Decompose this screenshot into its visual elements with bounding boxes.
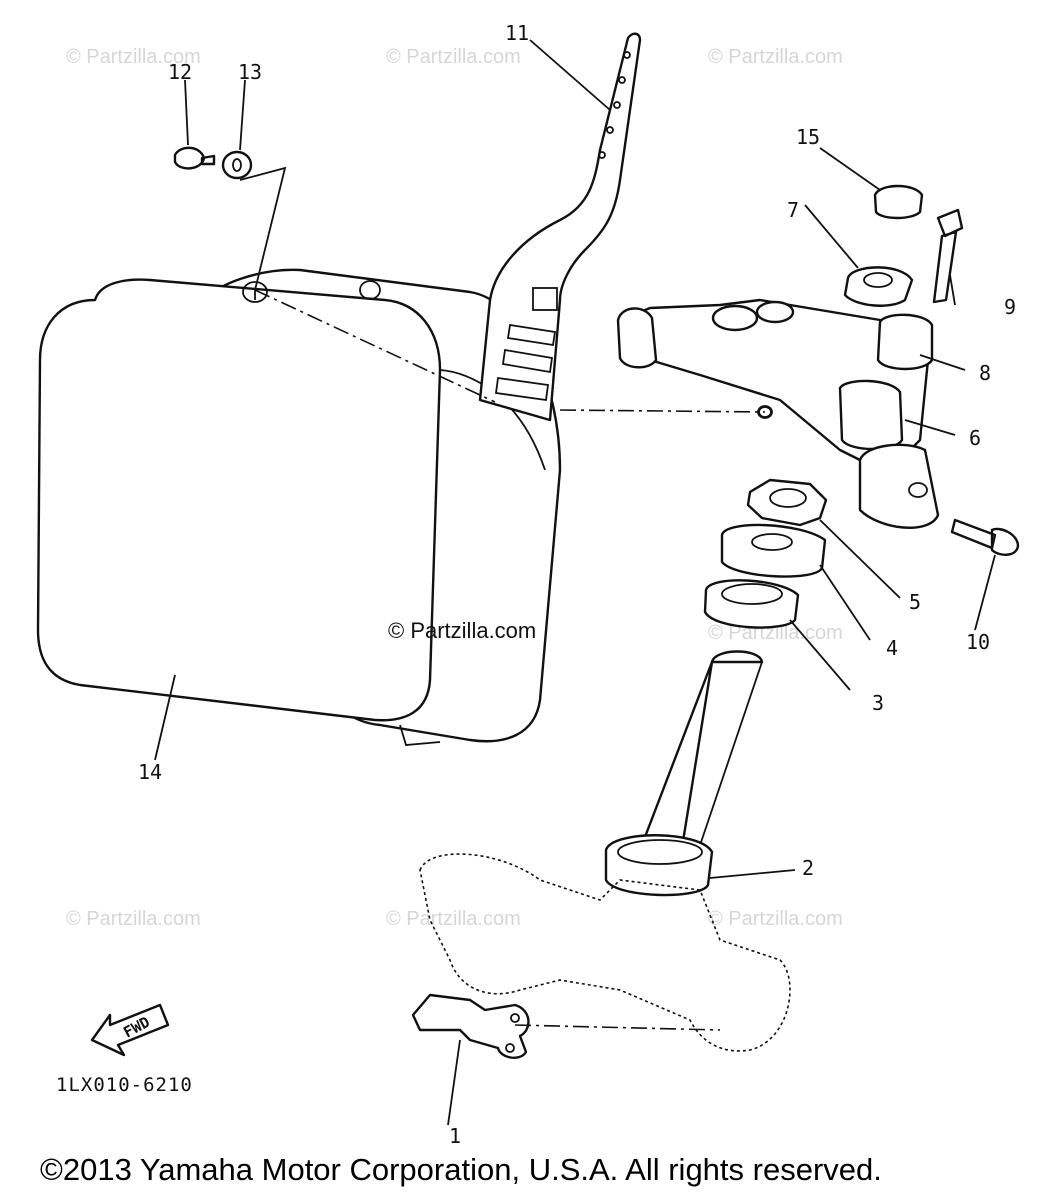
callout-15: 15 — [795, 125, 821, 149]
upper-bracket-boss-b — [755, 300, 795, 324]
upper-bracket-hole — [758, 406, 772, 418]
number-plate-slot — [399, 724, 441, 746]
steering-stem — [638, 650, 764, 862]
callout-12: 12 — [167, 60, 193, 84]
callout-7: 7 — [786, 198, 800, 222]
upper-bracket-boss-a — [711, 304, 759, 332]
upper-bracket-left-bore — [616, 307, 658, 369]
screw-12 — [173, 146, 216, 170]
ring-nut-5 — [746, 478, 828, 527]
bolt-9 — [932, 208, 964, 304]
diagram-code: 1LX010-6210 — [56, 1074, 193, 1096]
callout-4: 4 — [885, 636, 899, 660]
watermark: © Partzilla.com — [66, 46, 201, 68]
callout-11: 11 — [504, 21, 530, 45]
upper-bracket-right-bore — [858, 443, 940, 529]
right-bore-hole — [908, 482, 928, 498]
fwd-label: FWD — [120, 1013, 152, 1042]
callout-14: 14 — [137, 760, 163, 784]
handlebar-holder-6 — [838, 379, 904, 451]
callout-10: 10 — [965, 630, 991, 654]
watermark: © Partzilla.com — [386, 46, 521, 68]
watermark: © Partzilla.com — [386, 908, 521, 930]
leader-lines — [154, 39, 996, 1126]
washer-13 — [221, 150, 253, 180]
callout-1: 1 — [448, 1124, 462, 1148]
callout-13: 13 — [237, 60, 263, 84]
watermark: © Partzilla.com — [708, 908, 843, 930]
cable-guide-1 — [411, 993, 530, 1059]
callout-9: 9 — [1003, 295, 1017, 319]
callout-8: 8 — [978, 361, 992, 385]
bolt-10 — [950, 518, 1020, 556]
callout-6: 6 — [968, 426, 982, 450]
number-plate-front — [36, 278, 442, 722]
bearing-2 — [604, 834, 714, 897]
bracket-holes — [494, 51, 631, 402]
callout-5: 5 — [908, 590, 922, 614]
callout-2: 2 — [801, 856, 815, 880]
watermark: © Partzilla.com — [708, 46, 843, 68]
handlebar-holder-8 — [876, 313, 934, 371]
center-watermark: © Partzilla.com — [388, 618, 537, 643]
copyright-notice: ©2013 Yamaha Motor Corporation, U.S.A. A… — [40, 1152, 882, 1187]
watermark: © Partzilla.com — [66, 908, 201, 930]
under-bracket — [419, 853, 791, 1052]
fwd-arrow-icon — [90, 1003, 170, 1057]
stay-bracket — [478, 32, 642, 422]
callout-3: 3 — [871, 691, 885, 715]
cap-15 — [873, 184, 924, 220]
